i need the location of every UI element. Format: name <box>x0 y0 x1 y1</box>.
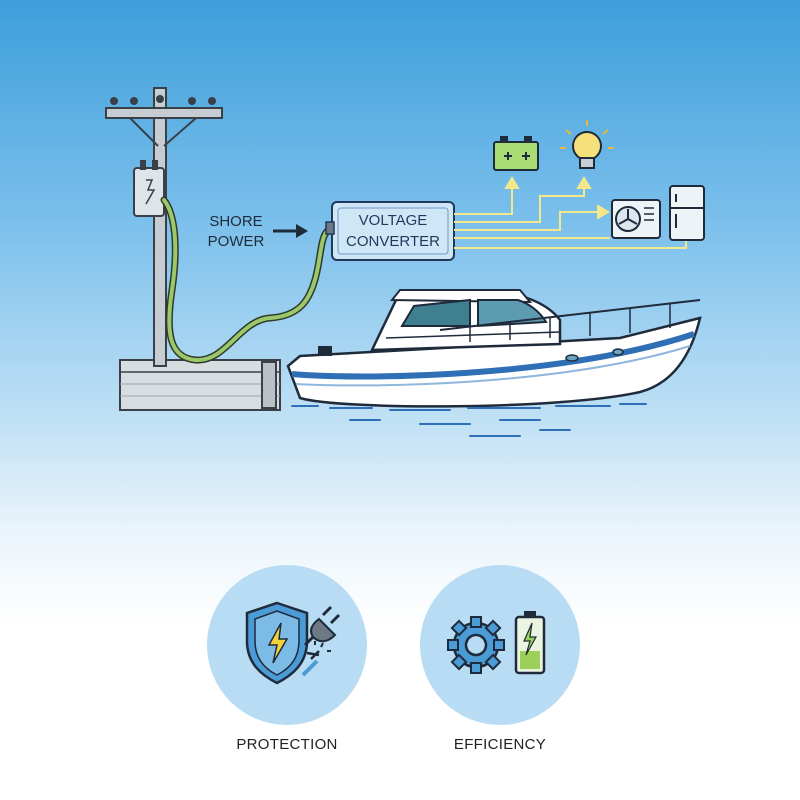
shore-power-label-line1: SHORE <box>209 213 262 230</box>
shield-lightning-icon <box>245 601 309 685</box>
efficiency-circle <box>420 565 580 725</box>
voltage-converter: VOLTAGE CONVERTER <box>325 201 455 261</box>
protection-label: PROTECTION <box>236 736 338 753</box>
right-arrow-icon <box>273 224 308 238</box>
light-bulb-icon <box>560 120 614 169</box>
utility-pole <box>105 87 223 367</box>
refrigerator-icon <box>669 185 705 241</box>
battery-charging-icon <box>514 611 546 675</box>
protection-circle <box>207 565 367 725</box>
converter-label-line2: CONVERTER <box>346 233 440 250</box>
dock <box>119 359 281 411</box>
shore-power-label-line2: POWER <box>208 233 265 250</box>
converter-label-line1: VOLTAGE <box>359 212 428 229</box>
transformer-box <box>133 167 165 217</box>
gear-icon <box>447 616 505 674</box>
output-lines <box>454 176 687 249</box>
efficiency-label: EFFICIENCY <box>453 736 547 753</box>
water-ripples <box>291 403 647 437</box>
air-conditioner-icon <box>611 199 661 239</box>
boat <box>286 289 702 408</box>
plug-icon <box>301 605 341 677</box>
battery-icon <box>493 136 539 171</box>
